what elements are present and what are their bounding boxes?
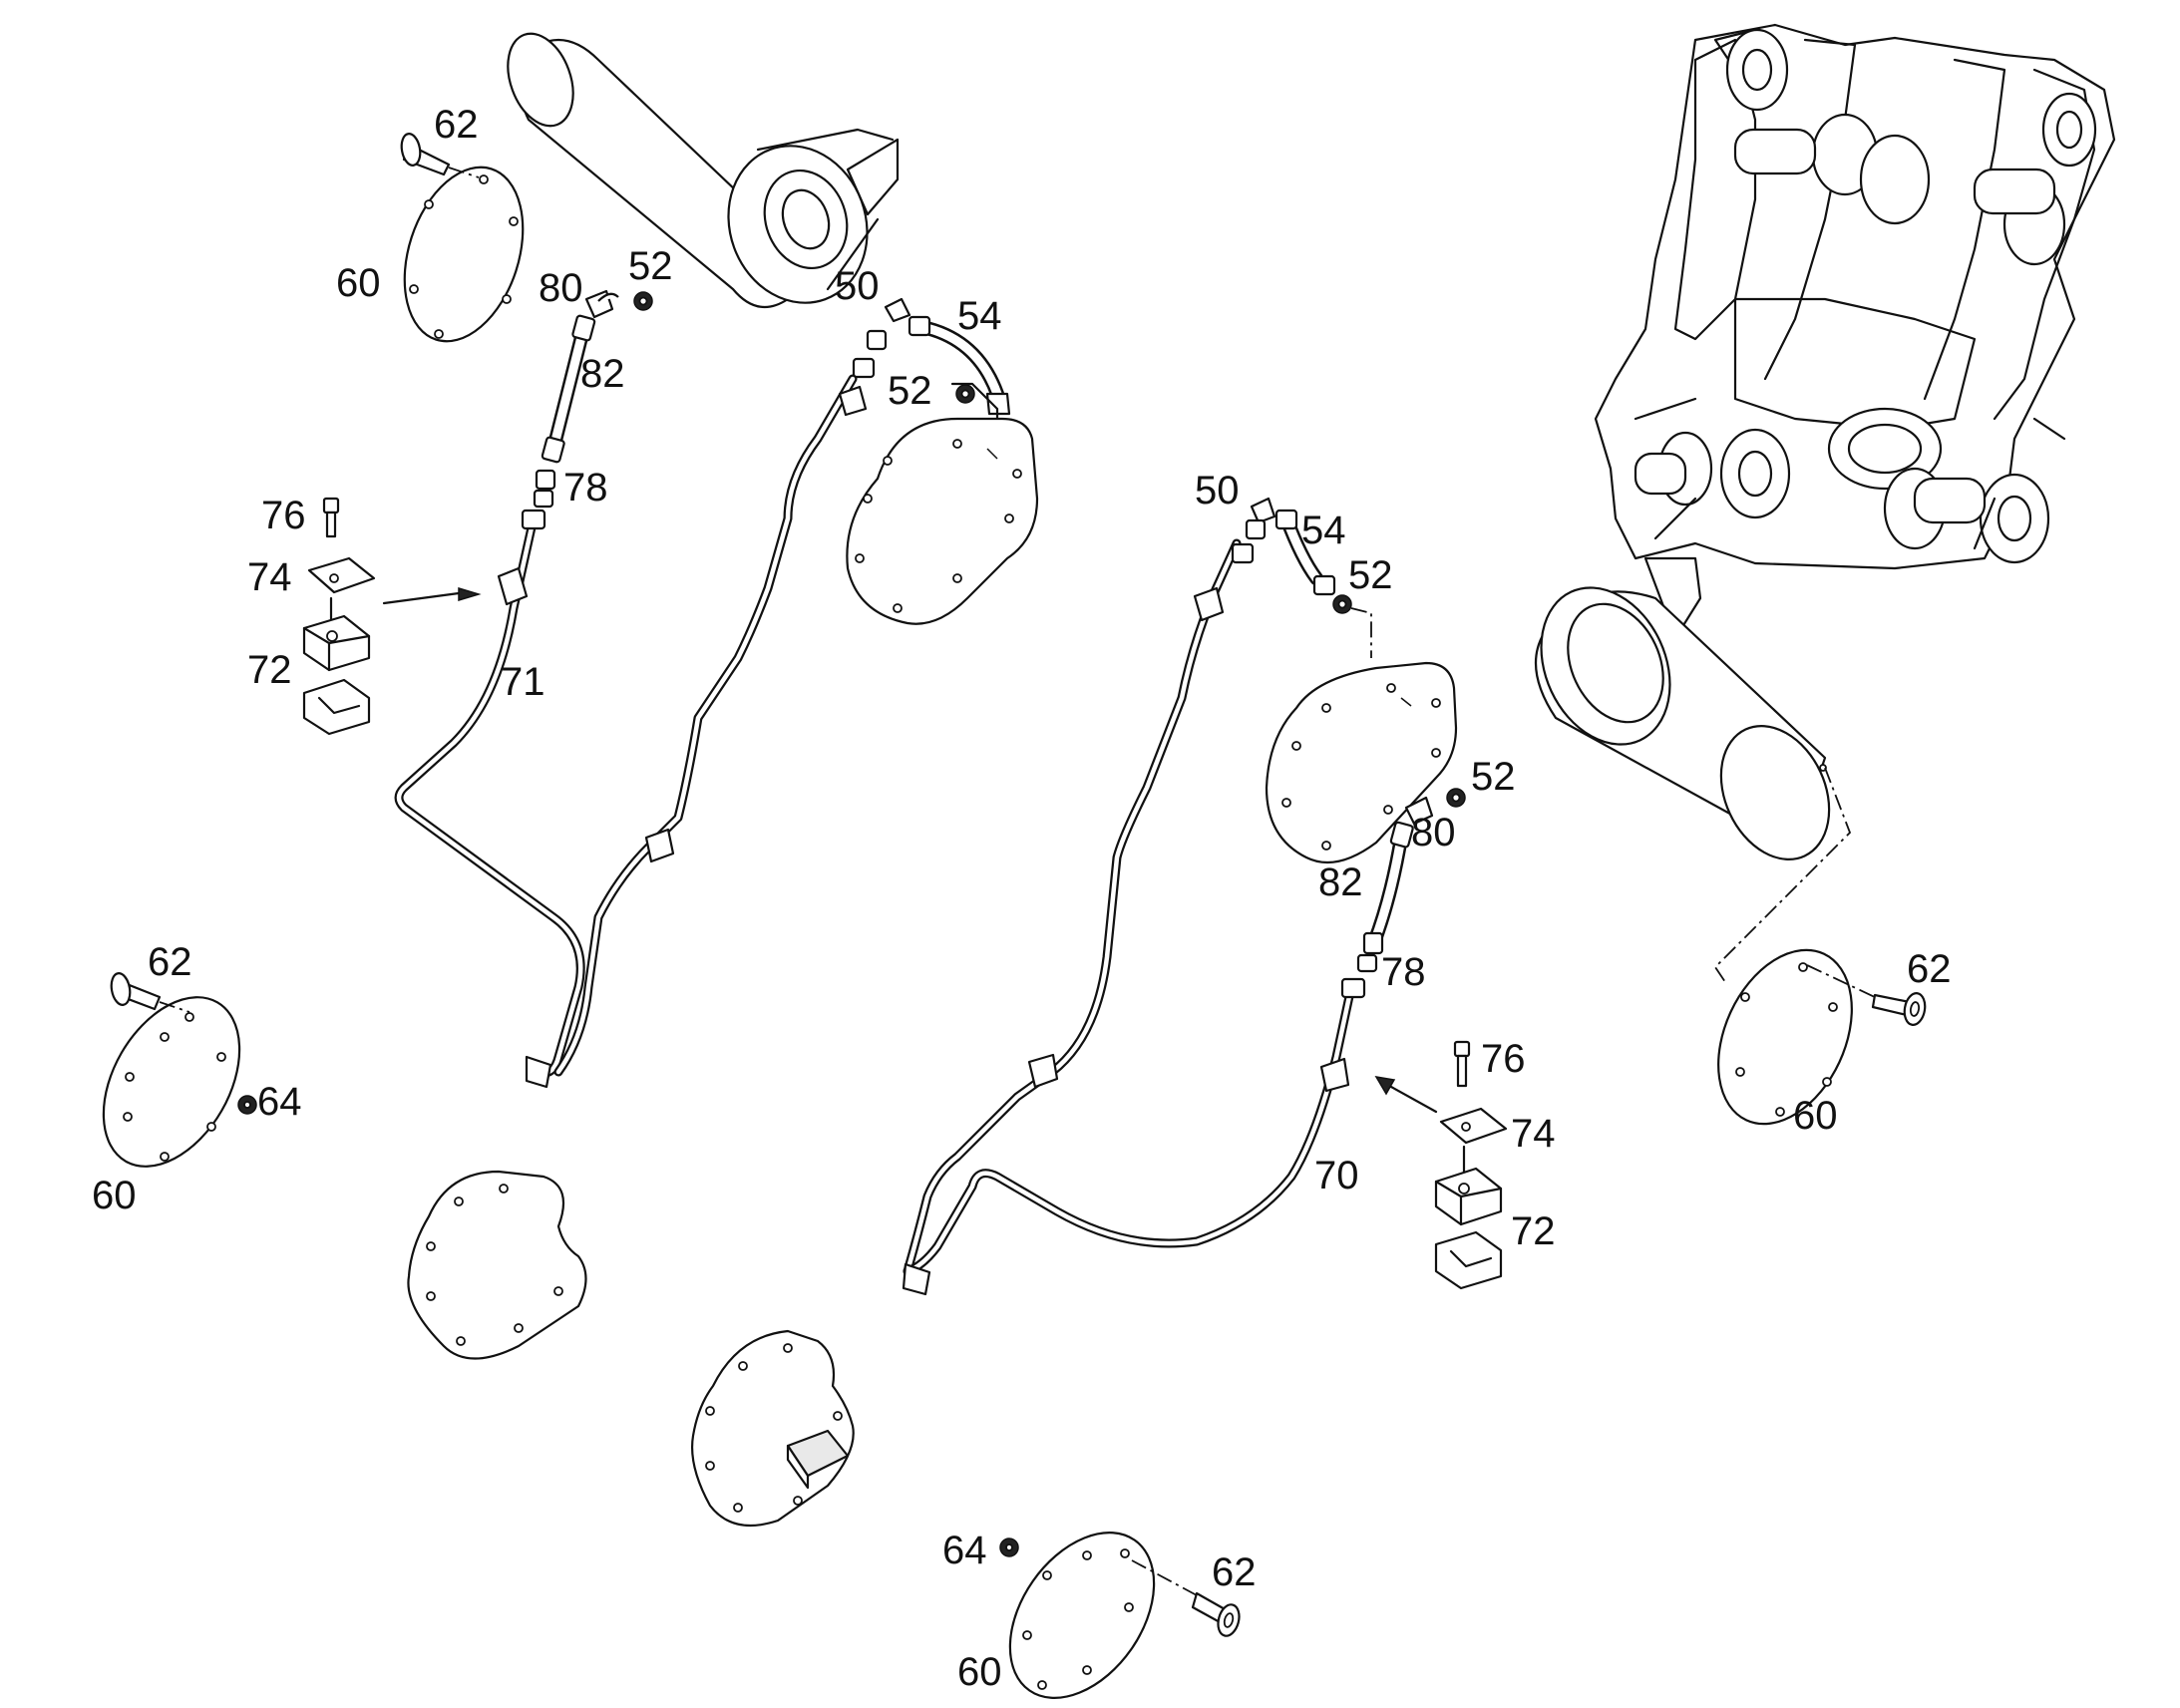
cover-plate-60-left <box>102 972 257 1168</box>
lower-pin-cylinder <box>1535 556 1852 983</box>
label-64: 64 <box>942 1529 987 1572</box>
label-62: 62 <box>1212 1550 1257 1594</box>
callout-labels: 62 60 80 52 82 50 54 52 78 76 74 72 71 5… <box>92 103 1952 1694</box>
upper-pin-cylinder <box>507 32 900 309</box>
hose-82-right <box>1356 788 1466 973</box>
cover-plate-60-bottom <box>999 1532 1241 1699</box>
label-54: 54 <box>1301 509 1346 552</box>
pipe-right-long <box>903 518 1267 1276</box>
label-72: 72 <box>1511 1209 1556 1253</box>
label-50: 50 <box>835 264 880 308</box>
label-76: 76 <box>1481 1037 1526 1081</box>
cover-plate-60-top-left <box>400 133 525 343</box>
label-60: 60 <box>336 261 381 305</box>
mount-assembly-right <box>1374 1040 1508 1290</box>
label-50: 50 <box>1195 469 1240 512</box>
label-78: 78 <box>563 466 608 510</box>
pipe-left-long <box>553 329 888 1077</box>
motor-plate-lower-left <box>407 1170 587 1360</box>
label-74: 74 <box>1511 1112 1556 1156</box>
label-52: 52 <box>628 244 673 288</box>
mount-assembly-left <box>302 497 482 736</box>
label-52: 52 <box>1348 553 1393 597</box>
label-52: 52 <box>1471 755 1516 799</box>
label-82: 82 <box>580 352 625 396</box>
hose-54-left <box>884 297 1011 471</box>
label-80: 80 <box>1411 811 1456 854</box>
hose-82-left <box>533 289 653 509</box>
label-60: 60 <box>1793 1094 1838 1138</box>
label-60: 60 <box>957 1650 1002 1694</box>
motor-plate-lower-middle <box>691 1329 855 1528</box>
motor-plate-upper-left <box>846 417 1039 625</box>
pipe-71 <box>394 509 585 1089</box>
label-80: 80 <box>539 266 583 310</box>
hose-54-right <box>1250 497 1372 658</box>
label-62: 62 <box>148 940 192 984</box>
label-71: 71 <box>501 660 545 704</box>
label-72: 72 <box>247 648 292 692</box>
label-62: 62 <box>1907 947 1952 991</box>
pipe-70 <box>902 977 1366 1296</box>
label-64: 64 <box>257 1080 302 1124</box>
label-76: 76 <box>261 494 306 537</box>
label-52: 52 <box>888 369 932 413</box>
main-frame-chassis <box>1594 23 2116 570</box>
label-82: 82 <box>1318 860 1363 904</box>
cover-plate-60-right <box>1717 948 1927 1126</box>
label-60: 60 <box>92 1174 137 1217</box>
label-78: 78 <box>1381 950 1426 994</box>
motor-plate-upper-right <box>1265 661 1458 864</box>
label-62: 62 <box>434 103 479 147</box>
label-70: 70 <box>1314 1154 1359 1197</box>
label-74: 74 <box>247 555 292 599</box>
label-54: 54 <box>957 294 1002 338</box>
